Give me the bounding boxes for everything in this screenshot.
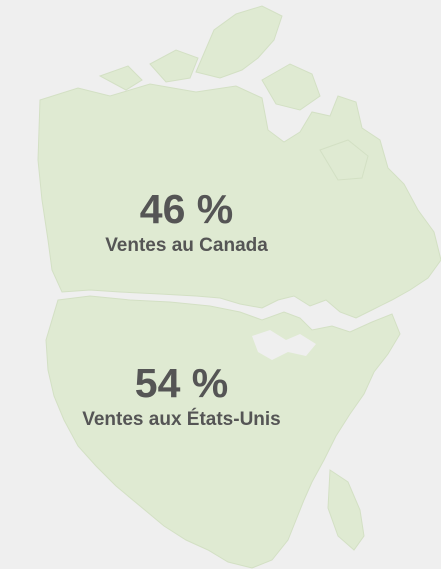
arctic-island	[149, 49, 199, 83]
florida	[327, 469, 365, 551]
canada-description: Ventes au Canada	[105, 235, 268, 256]
arctic-island	[319, 139, 369, 181]
great-lakes	[252, 330, 316, 360]
arctic-island	[195, 5, 283, 79]
canada-label: 46 % Ventes au Canada	[0, 186, 407, 258]
arctic-island	[261, 63, 321, 111]
usa-description: Ventes aux États-Unis	[82, 409, 281, 430]
arctic-island	[98, 65, 143, 91]
canada-percent: 46 %	[139, 186, 234, 232]
usa-percent: 54 %	[134, 360, 229, 406]
usa-region	[45, 295, 401, 569]
usa-label: 54 % Ventes aux États-Unis	[0, 360, 402, 432]
